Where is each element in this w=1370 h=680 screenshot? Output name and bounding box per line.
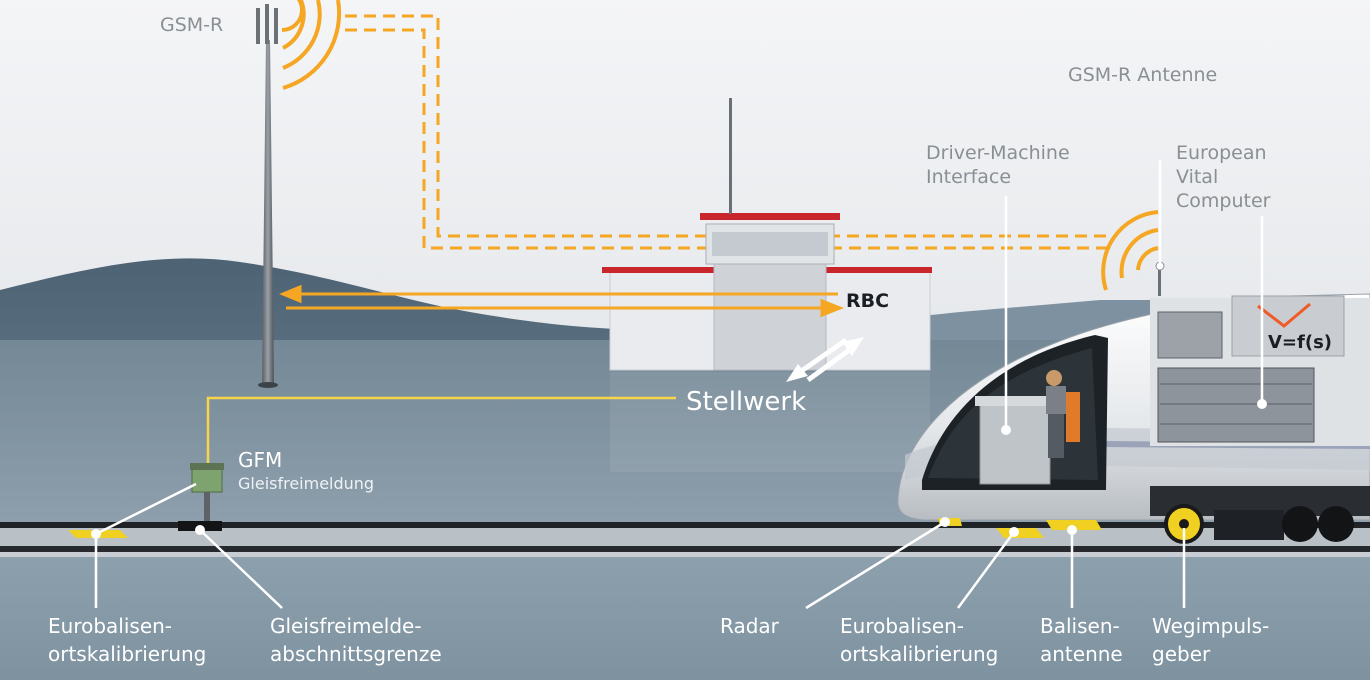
label-eurobalisen-right-line1: Eurobalisen- [840, 614, 965, 638]
label-eurobalisen-right-line2: ortskalibrierung [840, 642, 999, 666]
label-vfs: V=f(s) [1268, 332, 1333, 353]
label-eurobalisen-left: Eurobalisen- ortskalibrierung [48, 612, 206, 668]
rbc-stellwerk-link [786, 337, 864, 383]
leader-dots [91, 399, 1267, 539]
rbc-roof-left [602, 267, 716, 273]
rbc-antenna [729, 98, 732, 214]
mast-antenna-right [274, 8, 278, 44]
label-balisenantenne-line2: antenne [1040, 642, 1123, 666]
rbc-roof-top [700, 213, 840, 220]
building-reflection [610, 372, 930, 472]
label-gsmr-antenne: GSM-R Antenne [1068, 64, 1218, 86]
track-edge [0, 552, 1370, 557]
leader-lines [94, 160, 1264, 610]
mast-antenna-left [256, 8, 260, 44]
label-gfm: GFM [238, 448, 283, 472]
label-balisenantenne-line1: Balisen- [1040, 614, 1120, 638]
gfm-box [191, 467, 223, 493]
label-rbc: RBC [846, 290, 890, 312]
label-gsmr: GSM-R [160, 14, 224, 36]
label-dmi-line2: Interface [926, 165, 1012, 188]
rail-top [0, 522, 1370, 528]
stellwerk-gfm-link [206, 396, 676, 470]
gfm-post [204, 492, 210, 522]
rbc-mast-link [279, 284, 845, 318]
train [897, 293, 1370, 544]
rail-bottom [0, 546, 1370, 552]
label-eurobalisen-left-line1: Eurobalisen- [48, 614, 173, 638]
label-stellwerk: Stellwerk [686, 387, 807, 417]
label-balisenantenne: Balisen- antenne [1040, 612, 1123, 668]
label-evc-line1: European [1176, 142, 1267, 164]
rbc-roof-right [824, 267, 932, 273]
rbc-windows [712, 232, 828, 256]
label-gleisfreimelde: Gleisfreimelde- abschnittsgrenze [270, 612, 442, 668]
mast-signal-waves [281, 0, 342, 90]
label-dmi: Driver-Machine Interface [926, 142, 1070, 190]
label-dmi-line1: Driver-Machine [926, 142, 1070, 164]
gsmr-mast [262, 40, 274, 385]
label-eurobalisen-right: Eurobalisen- ortskalibrierung [840, 612, 998, 668]
mast-base [258, 382, 278, 388]
label-evc-line3: Computer [1176, 189, 1271, 212]
label-wegimpulsgeber: Wegimpuls- geber [1152, 612, 1269, 668]
gfm-box-lid [190, 463, 224, 470]
label-wegimpulsgeber-line2: geber [1152, 642, 1211, 666]
label-gleisfreimelde-line2: abschnittsgrenze [270, 642, 442, 666]
label-eurobalisen-left-line2: ortskalibrierung [48, 642, 207, 666]
train-signal-waves [1101, 210, 1159, 291]
label-evc-line2: Vital [1176, 165, 1219, 188]
label-gleisfreimelde-line1: Gleisfreimelde- [270, 614, 422, 638]
foreground-plane [0, 555, 1370, 680]
mast-antenna-mid [265, 4, 269, 44]
label-gfm-sub: Gleisfreimeldung [238, 474, 375, 493]
train-antenna-mast [1158, 266, 1161, 296]
rbc-building-left [609, 271, 715, 371]
label-radar: Radar [720, 614, 779, 638]
rbc-tower [713, 261, 827, 371]
label-wegimpulsgeber-line1: Wegimpuls- [1152, 614, 1270, 638]
label-evc: European Vital Computer [1176, 142, 1270, 213]
